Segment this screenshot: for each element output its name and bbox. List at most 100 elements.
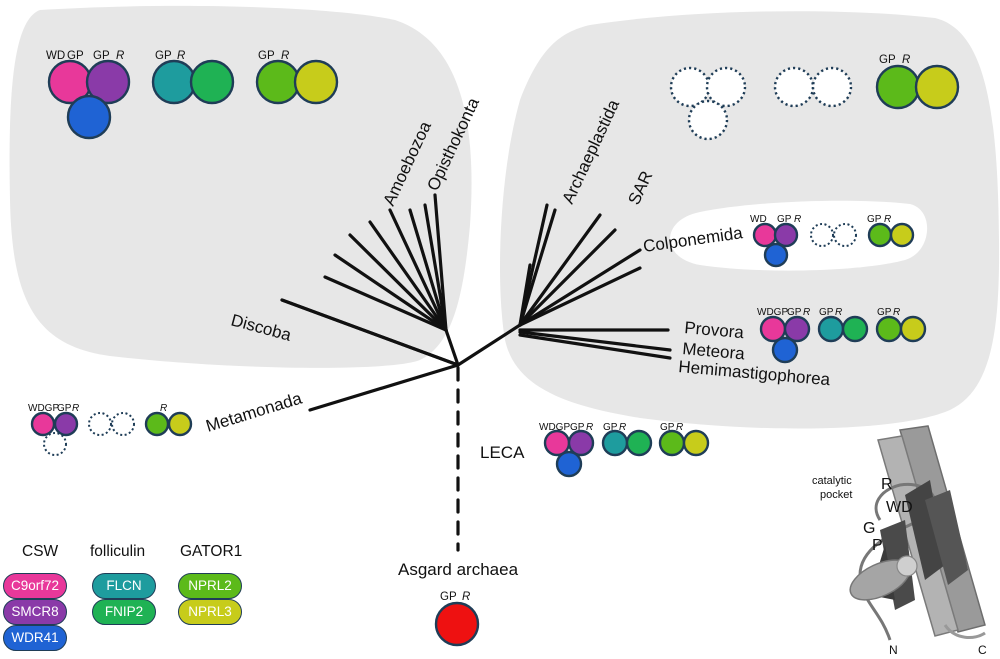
label-gp-top-right: GP <box>879 54 896 66</box>
left-clade-region <box>9 5 472 368</box>
n-terminus: N <box>889 643 898 657</box>
branch-amoebozoa <box>388 208 448 332</box>
colponemida-highlight <box>670 200 928 271</box>
nprl3-top-right <box>914 64 960 110</box>
branch-u7 <box>423 203 448 332</box>
label-gp-leca-2: GP <box>603 422 618 433</box>
fnip2-absent-top <box>811 66 853 108</box>
c-terminus: C <box>978 643 987 657</box>
branch-u4 <box>368 220 448 332</box>
label-gp-unikont-4: GP <box>258 50 275 62</box>
nprl2-metamonada <box>144 411 170 437</box>
label-metamonada: Metamonada <box>204 388 305 435</box>
pocket-label-line2: pocket <box>820 489 852 501</box>
label-gp-provora-1: GP <box>787 307 802 318</box>
legend-wdr41: WDR41 <box>3 625 67 651</box>
complex-circles <box>30 59 960 647</box>
csw-wdr41-colponemida <box>763 242 789 268</box>
label-gp-provora-3: GP <box>877 307 892 318</box>
csw-wdr41-absent-metamonada <box>43 432 67 456</box>
label-wdgp-provora: WDGP <box>757 307 788 318</box>
fnip2-unikont <box>189 59 235 105</box>
stem-unikonts <box>444 328 460 367</box>
residue-r: R <box>881 476 893 493</box>
branch-u2 <box>333 253 448 332</box>
legend-title-folliculin: folliculin <box>90 543 146 560</box>
csw-wdr41-provora <box>771 336 799 364</box>
label-gp-unikont-2: GP <box>93 50 110 62</box>
fnip2-absent-colponemida <box>833 223 857 247</box>
flcn-leca <box>601 429 629 457</box>
branch-colponemida <box>518 266 642 327</box>
nprl2-top-right <box>875 64 921 110</box>
label-r-provora-2: R <box>835 307 842 318</box>
branch-discoba <box>280 298 460 367</box>
label-gp-colponemida-2: GP <box>867 214 882 225</box>
residue-g: G <box>863 520 875 537</box>
legend-flcn: FLCN <box>92 573 156 599</box>
fnip2-leca <box>625 429 653 457</box>
label-r-unikont-2: R <box>177 50 185 62</box>
csw-wdr41-absent-top <box>687 99 729 141</box>
branch-u3 <box>348 233 448 332</box>
flcn-provora <box>817 315 845 343</box>
label-asgard-archaea: Asgard archaea <box>398 560 519 579</box>
branch-u6 <box>408 208 448 332</box>
legend-nprl3: NPRL3 <box>178 599 242 625</box>
label-r-leca-3: R <box>676 422 683 433</box>
label-gp-asgard: GP <box>440 591 457 603</box>
legend-smcr8: SMCR8 <box>3 599 67 625</box>
branch-u1 <box>323 275 448 332</box>
nprl2-colponemida <box>867 222 893 248</box>
label-wd-unikont: WD <box>46 50 65 62</box>
label-gp-unikont-3: GP <box>155 50 172 62</box>
branch-sar-1 <box>518 213 602 327</box>
nprl2-provora <box>875 315 903 343</box>
label-r-top-right: R <box>902 54 910 66</box>
csw-smcr8-leca <box>567 429 595 457</box>
nprl3-colponemida <box>889 222 915 248</box>
nprl3-unikont <box>293 59 339 105</box>
nprl3-metamonada <box>167 411 193 437</box>
label-gp-leca-1: GP <box>570 422 585 433</box>
label-gp-provora-2: GP <box>819 307 834 318</box>
legend-fnip2: FNIP2 <box>92 599 156 625</box>
csw-wdr41-leca <box>555 450 583 478</box>
c-terminal-tail <box>943 624 986 639</box>
phylogenetic-tree <box>280 193 672 552</box>
branch-opisthokonta <box>433 193 448 332</box>
residue-p: P <box>872 537 883 554</box>
residue-wd: WD <box>886 499 913 516</box>
legend-nprl2: NPRL2 <box>178 573 242 599</box>
flcn-absent-top <box>773 66 815 108</box>
label-gp-unikont-1: GP <box>67 50 84 62</box>
csw-wdr41-unikont <box>66 94 112 140</box>
helix-end-cap <box>896 555 918 577</box>
flcn-absent-colponemida <box>810 223 834 247</box>
csw-c9orf72-metamonada <box>30 411 56 437</box>
nprl3-leca <box>682 429 710 457</box>
legend-c9orf72: C9orf72 <box>3 573 67 599</box>
branch-meteora <box>518 330 672 352</box>
csw-smcr8-metamonada <box>53 411 79 437</box>
nprl2-unikont <box>255 59 301 105</box>
pocket-label-line1: catalytic <box>812 475 852 487</box>
branch-metamonada <box>308 363 460 412</box>
csw-c9orf72-absent-top <box>669 66 711 108</box>
label-r-metamonada-1: R <box>72 403 79 414</box>
label-r-provora-1: R <box>803 307 810 318</box>
csw-smcr8-colponemida <box>773 222 799 248</box>
label-r-colponemida-1: R <box>794 214 801 225</box>
legend-title-csw: CSW <box>22 543 59 560</box>
branch-sar-2 <box>518 228 617 327</box>
csw-smcr8-provora <box>783 315 811 343</box>
protein-label-group: WD GP GP R GP R GP R GP R WD GP R GP R W… <box>28 50 910 603</box>
nprl3-provora <box>899 315 927 343</box>
csw-smcr8-absent-top <box>705 66 747 108</box>
label-r-unikont-3: R <box>281 50 289 62</box>
branch-r6 <box>518 248 642 327</box>
flcn-unikont <box>151 59 197 105</box>
fnip2-provora <box>841 315 869 343</box>
legend-title-gator1: GATOR1 <box>180 543 243 560</box>
